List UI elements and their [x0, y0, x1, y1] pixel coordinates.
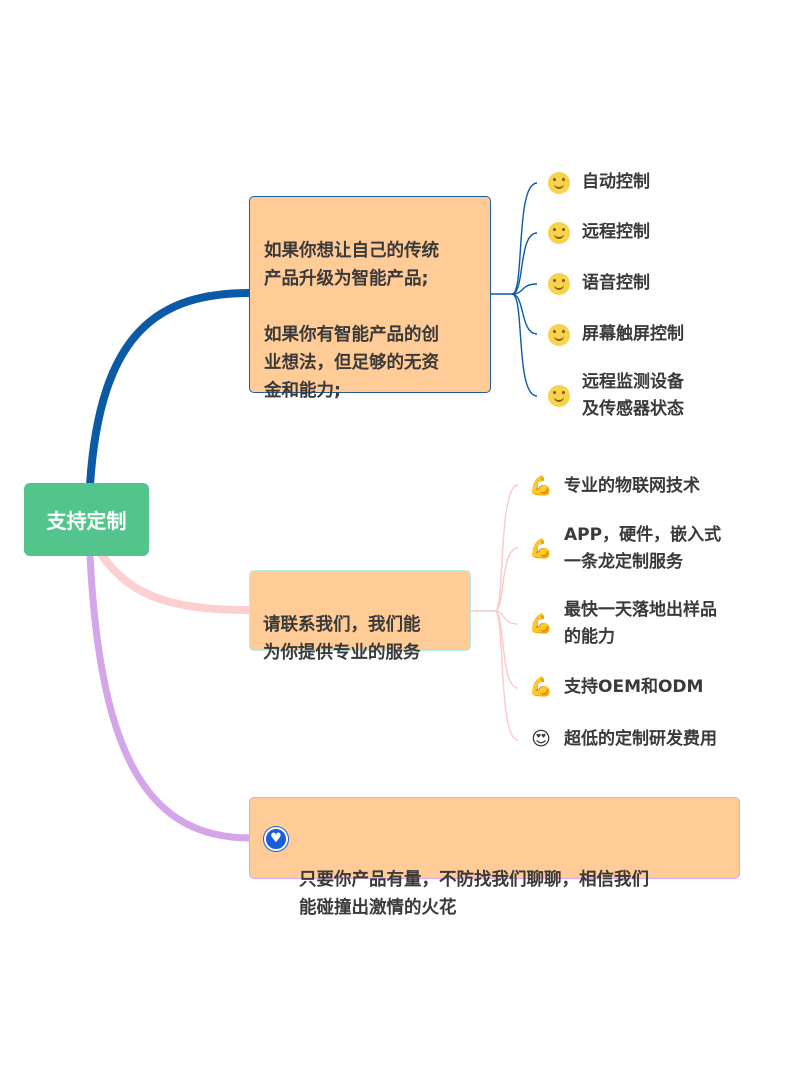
smiley-icon	[548, 385, 570, 407]
leaf-low-cost[interactable]: 😍 超低的定制研发费用	[530, 726, 717, 753]
leaf-oem-odm[interactable]: 💪 支持OEM和ODM	[529, 674, 704, 701]
branch-1-node[interactable]: 如果你想让自己的传统 产品升级为智能产品; 如果你有智能产品的创 业想法，但足够…	[249, 196, 491, 401]
connectors-branch-1-children	[491, 182, 538, 397]
smiley-icon	[548, 221, 570, 244]
smiley-icon	[548, 323, 570, 346]
connector-branch-1	[86, 289, 251, 486]
root-node[interactable]: 支持定制	[24, 483, 149, 556]
leaf-auto-control[interactable]: 自动控制	[548, 169, 650, 196]
connector-branch-3	[86, 554, 251, 842]
flexed-biceps-icon: 💪	[529, 537, 553, 560]
leaf-touchscreen-control[interactable]: 屏幕触屏控制	[548, 321, 684, 348]
branch-3-text: 只要你产品有量，不防找我们聊聊，相信我们 能碰撞出激情的火花	[299, 870, 649, 918]
branch-2-node[interactable]: 请联系我们，我们能 为你提供专业的服务	[249, 570, 471, 663]
flexed-biceps-icon: 💪	[529, 475, 553, 497]
branch-2-text: 请联系我们，我们能 为你提供专业的服务	[263, 615, 421, 663]
leaf-fast-sample[interactable]: 💪 最快一天落地出样品 的能力	[529, 597, 717, 651]
leaf-remote-monitoring[interactable]: 远程监测设备 及传感器状态	[548, 369, 684, 423]
smiley-icon	[548, 272, 570, 295]
leaf-label: 超低的定制研发费用	[564, 729, 717, 749]
connector-branch-2	[96, 549, 251, 614]
leaf-label: 支持OEM和ODM	[564, 677, 704, 697]
leaf-label: 屏幕触屏控制	[582, 324, 684, 344]
heart-eyes-icon: 😍	[531, 728, 551, 750]
leaf-label: 专业的物联网技术	[564, 476, 700, 496]
leaf-label: 最快一天落地出样品 的能力	[564, 600, 717, 647]
leaf-label: 远程控制	[582, 222, 650, 242]
leaf-iot-tech[interactable]: 💪 专业的物联网技术	[529, 473, 700, 500]
leaf-label: 自动控制	[582, 172, 650, 192]
connectors-branch-2-children	[471, 484, 519, 741]
leaf-label: 远程监测设备 及传感器状态	[582, 372, 684, 419]
smiley-icon	[548, 171, 570, 194]
leaf-one-stop-service[interactable]: 💪 APP，硬件，嵌入式 一条龙定制服务	[529, 522, 722, 576]
leaf-remote-control[interactable]: 远程控制	[548, 219, 650, 246]
branch-1-text: 如果你想让自己的传统 产品升级为智能产品; 如果你有智能产品的创 业想法，但足够…	[264, 241, 439, 401]
flexed-biceps-icon: 💪	[529, 676, 553, 698]
handshake-heart-icon: ♥	[264, 827, 288, 851]
branch-3-node[interactable]: ♥ 只要你产品有量，不防找我们聊聊，相信我们 能碰撞出激情的火花	[249, 797, 740, 918]
leaf-label: 语音控制	[582, 273, 650, 293]
leaf-voice-control[interactable]: 语音控制	[548, 270, 650, 297]
flexed-biceps-icon: 💪	[529, 612, 553, 635]
leaf-label: APP，硬件，嵌入式 一条龙定制服务	[564, 525, 722, 572]
